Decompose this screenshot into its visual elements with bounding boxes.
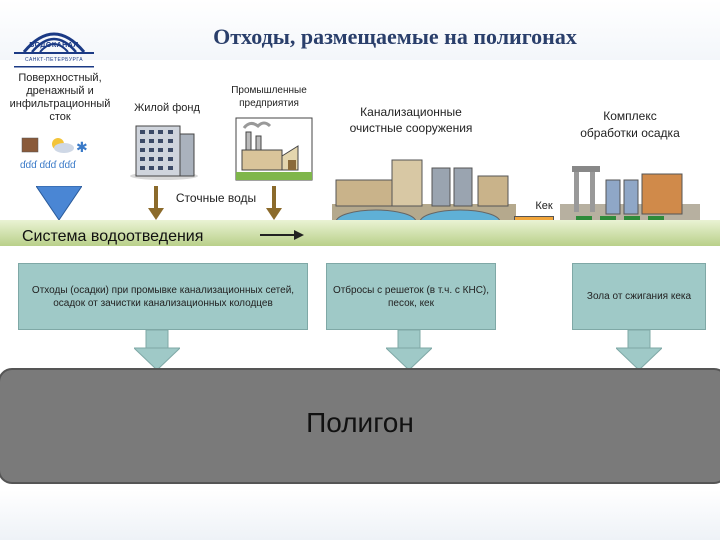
vodokanal-logo — [14, 32, 94, 68]
industry-label: Промышленные предприятия — [231, 85, 307, 109]
industry-down-arrow — [266, 186, 282, 220]
header-bar — [0, 0, 720, 60]
drainage-system-label: Система водоотведения — [22, 228, 204, 245]
screenings-box: Отбросы с решеток (в т.ч. с КНС), песок,… — [326, 263, 496, 330]
sludge-complex-label: Комплекс обработки осадка — [580, 109, 680, 140]
svg-text:ɗɗɗ ɗɗɗ ɗɗɗ: ɗɗɗ ɗɗɗ ɗɗɗ — [20, 160, 77, 171]
screenings-down-arrow — [386, 330, 432, 370]
ash-box: Зола от сжигания кека — [572, 263, 706, 330]
footer-bar — [0, 490, 720, 540]
housing-label: Жилой фонд — [134, 102, 200, 114]
factory-icon — [235, 117, 313, 181]
apartment-building-icon — [130, 125, 198, 180]
landfill-block — [0, 368, 720, 484]
logo-text-main: ВОДОКАНАЛ — [29, 42, 79, 49]
wastewater-label: Сточные воды — [175, 191, 257, 205]
svg-text:✱: ✱ — [76, 139, 88, 155]
weather-icons: ✱ ɗɗɗ ɗɗɗ ɗɗɗ — [20, 137, 88, 171]
drainage-system-band — [0, 220, 720, 246]
sediment-down-arrow — [134, 330, 180, 370]
sewer-sediment-box: Отходы (осадки) при промывке канализацио… — [18, 263, 308, 330]
treatment-plant-label: Канализационные очистные сооружения — [349, 105, 473, 135]
housing-down-arrow — [148, 186, 164, 220]
ash-down-arrow — [616, 330, 662, 370]
page-title: Отходы, размещаемые на полигонах — [213, 24, 577, 49]
landfill-label: Полигон — [306, 407, 414, 438]
surface-runoff-label: Поверхностный, дренажный и инфильтрацион… — [9, 72, 111, 123]
system-flow-arrow — [260, 230, 304, 240]
cake-label: Кек — [535, 200, 553, 212]
logo-text-sub: САНКТ-ПЕТЕРБУРГА — [24, 57, 84, 63]
runoff-down-arrow — [36, 186, 82, 221]
